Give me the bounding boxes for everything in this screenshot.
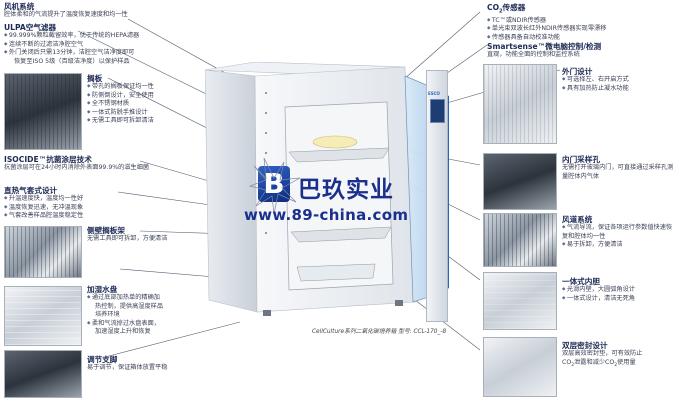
feature-feet: 调节支脚 易于调节，保证箱体放置平稳 — [87, 355, 167, 373]
heating-title: 直热气套式设计 — [4, 186, 58, 195]
logo-letter: B — [263, 167, 285, 200]
co2-item: TC™或NDIR传感器 — [487, 17, 606, 26]
ulpa-title: ULPA空气滤器 — [4, 23, 57, 32]
chamber-item: 一体式设计，清洁无死角 — [562, 295, 635, 304]
feature-isocide: ISOCIDE™抗菌涂层技术 抗菌涂层可在24小时内消除外表面99.9%的滋生细… — [4, 155, 149, 173]
feature-shelf: 搁板 带孔的搁板保证均一性 防侧倒设计，安全使用 全不锈钢材质 一体式防脱手推设… — [87, 74, 154, 126]
outer-door-title: 外门设计 — [562, 67, 593, 76]
feature-smartsense: Smartsense™微电脑控制/检测 直观，功能全面的控制和监控系统 — [487, 42, 601, 60]
feature-rack: 侧壁搁板架 无需工具即可拆卸，方便清洁 — [87, 226, 167, 244]
shelf-item: 一体式防脱手推设计 — [87, 109, 154, 118]
seal-desc-line: 双层高效密封垫，可有效防止 — [562, 350, 643, 357]
isocide-title: ISOCIDE™抗菌涂层技术 — [4, 155, 92, 164]
shelf-title: 搁板 — [87, 74, 103, 83]
brand-name: 巴玖实业 — [298, 177, 394, 203]
sampler-photo — [483, 153, 557, 210]
airflow-title: 风道系统 — [562, 215, 593, 224]
chamber-photo — [483, 272, 557, 330]
feature-tray: 加湿水盘 通过底部加热单的精确加 热控制，提供高湿度样品 培养环境 柔和气流掠过… — [87, 285, 163, 337]
incubator-body — [204, 61, 449, 316]
fan-title: 风机系统 — [4, 2, 35, 11]
chamber-title: 一体式内胆 — [562, 277, 600, 286]
sampler-desc: 无需打开玻璃内门，可直接通过采样孔测量腔体内气体 — [562, 164, 674, 180]
smartsense-title: Smartsense™微电脑控制/检测 — [487, 42, 602, 51]
feet-photo — [4, 350, 82, 398]
feature-outer-door: 外门设计 可选择左、右开启方式 具有加热防止凝水功能 — [562, 67, 629, 93]
co2-item: 传感器具备自动校准功能 — [487, 34, 606, 43]
feature-fan: 风机系统 腔体柔和的气流提升了温度恢复速度和均一性 — [4, 2, 128, 20]
co2-item: 单光束双波长红外NDIR传感器实现零漂移 — [487, 25, 607, 34]
tray-item: 热控制，提供高湿度样品 — [95, 302, 164, 310]
feature-ulpa: ULPA空气滤器 99.999%颗粒截留效率，优于传统的HEPA滤器 连续不断的… — [4, 23, 139, 66]
feature-chamber: 一体式内胆 光滑内壁，大圆弧角设计 一体式设计，清洁无死角 — [562, 277, 635, 303]
brand-url: www.89-china.com — [244, 206, 409, 224]
outer-door-item: 可选择左、右开启方式 — [562, 76, 629, 85]
tray-item: 柔和气流掠过水盘表面， — [87, 320, 163, 329]
shelf-item: 无需工具即可拆卸清洁 — [87, 117, 154, 126]
co2-title: CO2传感器 — [487, 3, 526, 15]
fan-desc: 腔体柔和的气流提升了温度恢复速度和均一性 — [4, 11, 128, 18]
shelf-item: 防侧倒设计，安全使用 — [87, 92, 154, 101]
rack-desc: 无需工具即可拆卸，方便清洁 — [87, 235, 168, 242]
ulpa-item: 连续不断的过滤洁净腔空气 — [4, 41, 139, 50]
sampler-title: 内门采样孔 — [562, 155, 600, 164]
airflow-photo — [483, 213, 557, 267]
chamber-item: 光滑内壁，大圆弧角设计 — [562, 286, 635, 295]
feet-title: 调节支脚 — [87, 355, 118, 364]
outer-door-item: 具有加热防止凝水功能 — [562, 85, 629, 94]
tray-item: 通过底部加热单的精确加 — [87, 294, 163, 303]
heating-item: 升温速度快，温度均一性好 — [4, 195, 83, 204]
brand-badge: ESCO — [428, 91, 440, 96]
smartsense-desc: 直观，功能全面的控制和监控系统 — [487, 51, 580, 58]
heating-item: 温度恢复迅速，无冲温现象 — [4, 204, 83, 213]
feature-airflow: 风道系统 气流导流，保证各项运行参数值快速恢复和腔体均一性 易于拆卸，方便清洁 — [562, 215, 678, 250]
airflow-item: 气流导流，保证各项运行参数值快速恢复和腔体均一性 — [562, 224, 678, 241]
tray-item: 培养环境 — [95, 311, 120, 319]
tray-title: 加湿水盘 — [87, 285, 118, 294]
ulpa-item: 恢复至ISO 5级（百级洁净度）以保护样品 — [14, 57, 130, 65]
feature-heating: 直热气套式设计 升温速度快，温度均一性好 温度恢复迅速，无冲温现象 气套改善样品… — [4, 186, 83, 221]
shelf-item: 带孔的搁板保证均一性 — [87, 83, 154, 92]
shelf-item: 全不锈钢材质 — [87, 100, 154, 109]
rack-title: 侧壁搁板架 — [87, 226, 125, 235]
outer-door-photo — [483, 64, 557, 144]
feature-co2: CO2传感器 TC™或NDIR传感器 单光束双波长红外NDIR传感器实现零漂移 … — [487, 3, 606, 42]
logo-mark: B — [258, 166, 290, 202]
star-burst-icon — [248, 158, 301, 215]
shelf-photo — [4, 73, 82, 150]
feature-seal: 双层密封设计 双层高效密封垫，可有效防止 CO2泄露和减少CO2使用量 — [562, 341, 642, 370]
product-caption: CellCulture系列二氧化碳培养箱 型号: CCL-170_-8 — [312, 329, 447, 335]
tray-photo — [4, 286, 82, 346]
seal-title: 双层密封设计 — [562, 341, 608, 350]
rack-photo — [4, 226, 82, 278]
ulpa-item: 外门关闭后只需13分钟，洁腔空气洁净度即可 — [4, 49, 139, 58]
feature-sampler: 内门采样孔 无需打开玻璃内门，可直接通过采样孔测量腔体内气体 — [562, 155, 678, 181]
door-panel: ESCO — [426, 70, 448, 322]
incubator-illustration — [204, 61, 450, 324]
heating-item: 气套改善样品腔温度稳定性 — [4, 212, 83, 221]
tray-item: 加速湿度上升和恢复 — [95, 328, 151, 336]
ulpa-item: 99.999%颗粒截留效率，优于传统的HEPA滤器 — [4, 32, 139, 41]
seal-desc-line: CO2泄露和减少CO2使用量 — [562, 358, 636, 368]
feet-desc: 易于调节，保证箱体放置平稳 — [87, 364, 168, 371]
airflow-item: 易于拆卸，方便清洁 — [562, 241, 678, 250]
seal-photo — [483, 337, 557, 397]
isocide-desc: 抗菌涂层可在24小时内消除外表面99.9%的滋生细菌 — [4, 164, 150, 171]
control-display — [430, 99, 445, 123]
